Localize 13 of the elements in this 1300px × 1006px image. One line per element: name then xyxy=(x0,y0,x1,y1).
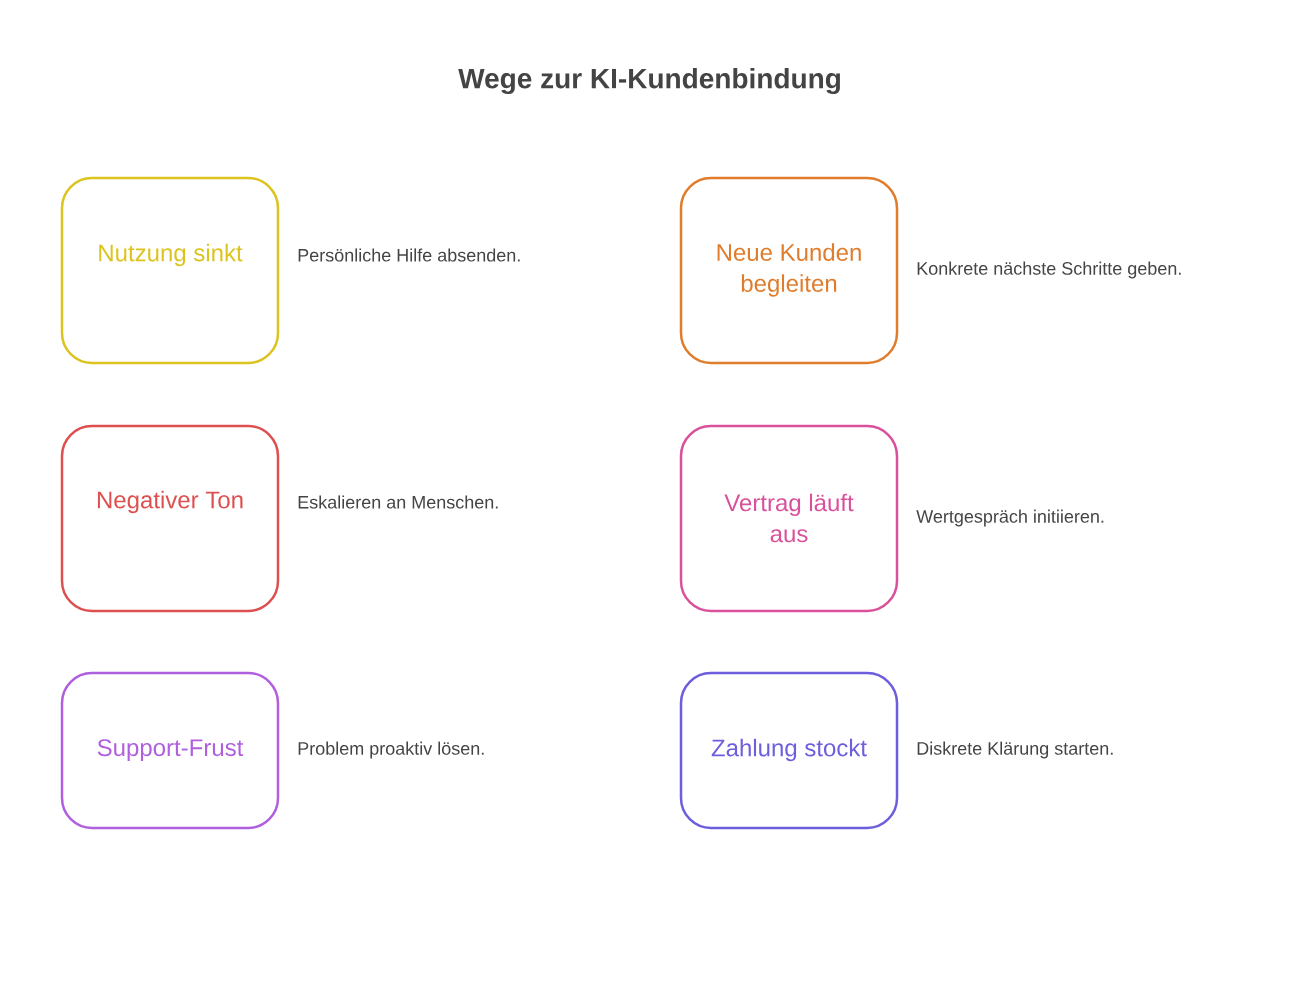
rounded-box: Nutzung sinkt xyxy=(60,176,280,365)
rounded-box: Vertrag läuft aus xyxy=(679,424,899,613)
description-text: Persönliche Hilfe absenden. xyxy=(298,248,520,262)
rounded-box: Zahlung stockt xyxy=(679,671,899,830)
description-text: Problem proaktiv lösen. xyxy=(298,741,484,759)
title: Wege zur KI-Kundenbindung xyxy=(458,67,840,95)
rounded-box: Negativer Ton xyxy=(60,424,280,613)
description-text: Eskalieren an Menschen. xyxy=(298,495,498,509)
rounded-box: Support-Frust xyxy=(60,671,280,830)
rounded-box: Neue Kunden begleiten xyxy=(679,176,899,365)
description-text: Diskrete Klärung starten. xyxy=(917,741,1113,759)
description-text: Wertgespräch initiieren. xyxy=(916,509,1104,527)
description-text: Konkrete nächste Schritte geben. xyxy=(917,261,1181,279)
